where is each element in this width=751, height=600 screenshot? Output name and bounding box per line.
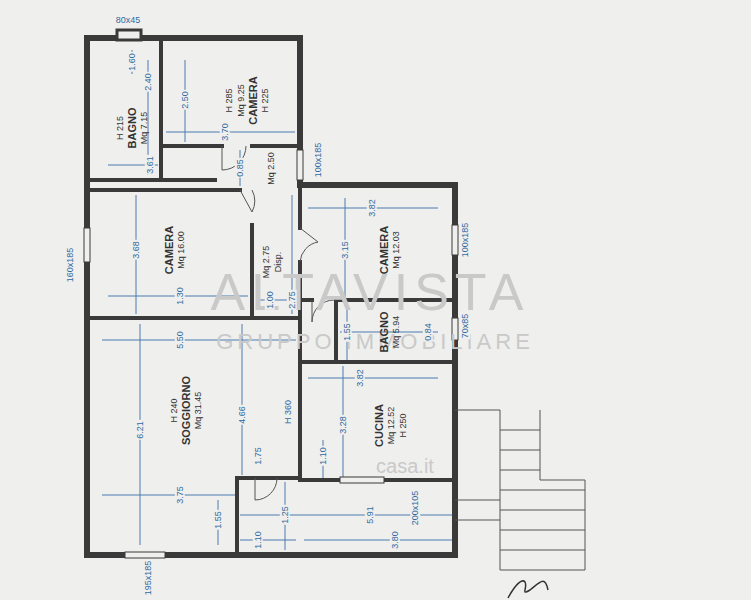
- dimension-label: 3.28: [338, 415, 348, 435]
- room-text-line: BAGNO: [126, 108, 138, 149]
- dimension-label: 2.75: [287, 290, 297, 310]
- room-text: CUCINAMq 12.52H 250: [336, 417, 445, 433]
- dimension-label: 3.68: [131, 240, 141, 260]
- dimension-label: 3.80: [390, 530, 400, 550]
- dimension-label: 100x185: [313, 142, 323, 179]
- dimension-label: 1.10: [253, 530, 263, 550]
- dimension-label: 100x185: [460, 222, 470, 259]
- room-text-line: SOGGIORNO: [179, 375, 191, 444]
- dimension-label: 3.82: [367, 198, 377, 218]
- room-text-line: Mq 2.50: [264, 152, 276, 185]
- room-label: H 285Mq 9.25CAMERAH 225: [180, 92, 313, 108]
- room-text: Mq 2.75Disp.: [243, 254, 301, 270]
- dimension-label: 1.75: [253, 446, 263, 466]
- room-label: Mq 2.50: [252, 160, 289, 176]
- room-label: CAMERAMq 12.03: [345, 242, 435, 258]
- room-text-line: H 225: [258, 88, 270, 112]
- room-text-line: Mq 5.94: [390, 316, 402, 349]
- room-text-line: BAGNO: [378, 312, 390, 353]
- room-text: Mq 2.50: [252, 160, 289, 176]
- room-text: H 215BAGNOMq 7.15: [81, 120, 183, 136]
- dimension-label: 3.75: [175, 485, 185, 505]
- room-text-line: Disp.: [272, 252, 284, 273]
- room-text-line: CUCINA: [372, 404, 384, 447]
- room-text: H 285Mq 9.25CAMERAH 225: [180, 92, 313, 108]
- room-label: BAGNOMq 5.94: [351, 324, 429, 340]
- watermark: GRUPPO IMMOBILIARE: [216, 331, 534, 353]
- dimension-label: 5.50: [175, 330, 185, 350]
- room-text-line: CAMERA: [163, 226, 175, 274]
- dimension-label: 3.61: [145, 155, 155, 175]
- room-text-line: Mq 7.15: [138, 112, 150, 145]
- room-label: CUCINAMq 12.52H 250: [336, 417, 445, 433]
- dimension-label: 5.91: [365, 505, 375, 525]
- room-label: H 240SOGGIORNOMq 31.45: [118, 402, 253, 418]
- room-text-line: Mq 31.45: [191, 391, 203, 429]
- dimension-label: 1.55: [213, 510, 223, 530]
- room-text-line: H 240: [167, 398, 179, 422]
- dimension-label: 1.55: [342, 322, 352, 342]
- dimension-label: 1.00: [265, 290, 275, 310]
- watermark: ALTAVISTA: [211, 266, 530, 318]
- dimension-label: 1.25: [280, 505, 290, 525]
- dimension-label: 1.60: [127, 52, 137, 72]
- dimension-label: H 360: [283, 399, 293, 425]
- room-text-line: H 285: [222, 88, 234, 112]
- room-text-line: CAMERA: [246, 76, 258, 124]
- room-text: H 240SOGGIORNOMq 31.45: [118, 402, 253, 418]
- watermark: casa.it: [376, 456, 434, 476]
- dimension-label: 0.84: [423, 322, 433, 342]
- dimension-label: 200x105: [410, 490, 420, 527]
- room-text-line: CAMERA: [378, 226, 390, 274]
- dimension-label: 70x85: [460, 313, 470, 340]
- dimension-label: 1.30: [175, 286, 185, 306]
- room-text: BAGNOMq 5.94: [351, 324, 429, 340]
- room-text-line: Mq 12.52: [384, 406, 396, 444]
- room-label: H 215BAGNOMq 7.15: [81, 120, 183, 136]
- room-label: CAMERAMq 16.00: [130, 242, 220, 258]
- dimension-label: 160x185: [65, 247, 75, 284]
- room-text: CAMERAMq 16.00: [130, 242, 220, 258]
- dimension-label: 6.21: [135, 420, 145, 440]
- dimension-label: 3.15: [340, 240, 350, 260]
- room-text-line: Mq 16.00: [175, 231, 187, 269]
- room-label: Mq 2.75Disp.: [243, 254, 301, 270]
- room-text-line: Mq 12.03: [390, 231, 402, 269]
- room-text-line: Mq 2.75: [260, 246, 272, 279]
- dimension-label: 2.50: [180, 90, 190, 110]
- room-text-line: H 250: [396, 413, 408, 437]
- room-text-line: H 215: [114, 116, 126, 140]
- dimension-label: 80x45: [115, 15, 142, 25]
- dimension-label: 0.85: [235, 158, 245, 178]
- dimension-label: 3.70: [220, 122, 230, 142]
- dimension-label: 4.66: [237, 405, 247, 425]
- room-text-line: Mq 9.25: [234, 84, 246, 117]
- dimension-label: 195x185: [143, 560, 153, 597]
- room-text: CAMERAMq 12.03: [345, 242, 435, 258]
- dimension-label: 3.82: [355, 368, 365, 388]
- dimension-label: 1.10: [318, 446, 328, 466]
- dimension-label: 2.40: [143, 72, 153, 92]
